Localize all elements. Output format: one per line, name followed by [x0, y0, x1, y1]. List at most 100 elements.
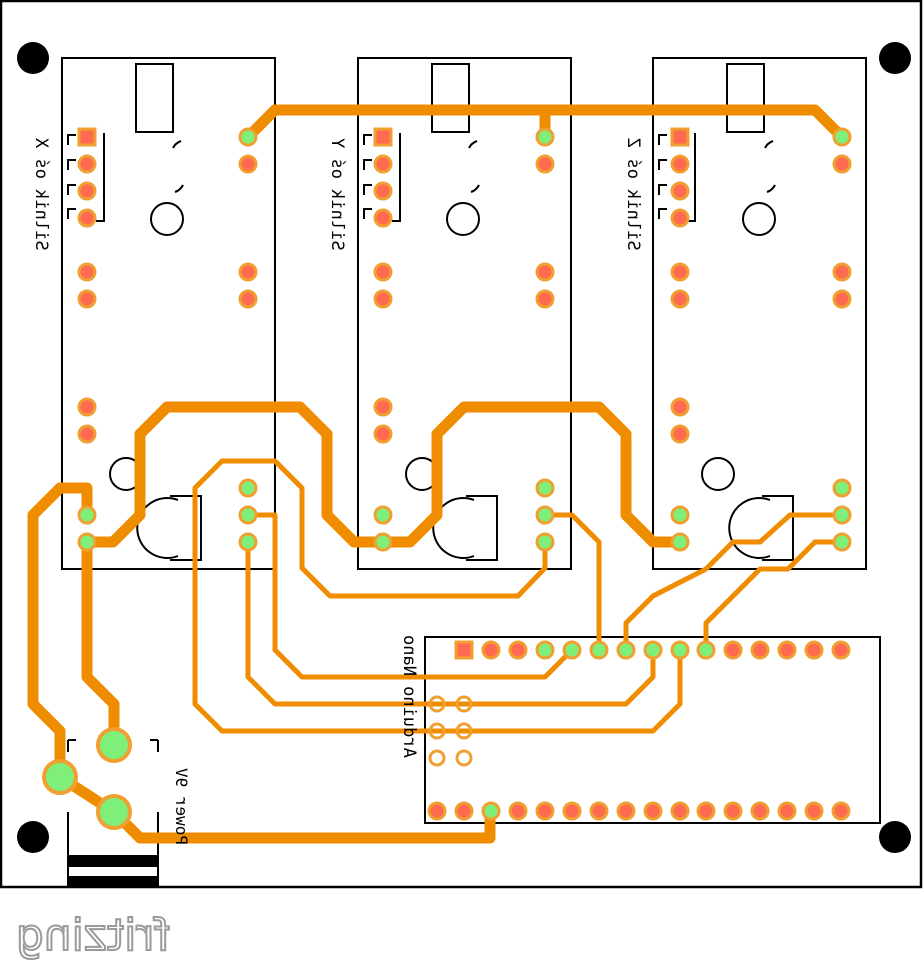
pad-square [77, 127, 97, 147]
pad [535, 262, 555, 282]
pad [832, 289, 852, 309]
pad [373, 208, 393, 228]
pad [750, 801, 770, 821]
pad [804, 640, 824, 660]
pad-square [670, 127, 690, 147]
trace-z-dir [703, 539, 845, 653]
mounting-holes [17, 42, 911, 853]
signal-traces [192, 458, 845, 734]
driver-x-pads [77, 127, 258, 552]
pad-connected [670, 505, 690, 525]
pad [373, 289, 393, 309]
pad-connected [535, 505, 555, 525]
pad-ring [428, 695, 446, 713]
pad-ring [428, 722, 446, 740]
pad-ring [455, 749, 473, 767]
pad-connected [535, 640, 555, 660]
pad [670, 154, 690, 174]
trace-x-dir [245, 539, 656, 707]
pad-connected [562, 640, 582, 660]
pad [670, 208, 690, 228]
pad [535, 154, 555, 174]
pad [373, 154, 393, 174]
pad [508, 640, 528, 660]
pad [670, 801, 690, 821]
pad-connected [670, 640, 690, 660]
pad-connected [481, 801, 501, 821]
power-pad-sleeve [42, 759, 78, 795]
pad [804, 801, 824, 821]
pad-connected [238, 505, 258, 525]
pad [696, 801, 716, 821]
driver-y-pads [373, 127, 555, 552]
power-label: Power 9V [172, 768, 191, 845]
driver-x-label: Silnik oś X [31, 137, 51, 250]
pad-connected [77, 505, 97, 525]
pad [77, 181, 97, 201]
pad [238, 262, 258, 282]
pad [373, 262, 393, 282]
power-pad-center [96, 727, 132, 763]
pad [238, 289, 258, 309]
pad [77, 262, 97, 282]
mounting-hole-top-right [879, 42, 911, 74]
pad [77, 154, 97, 174]
power-pads [42, 727, 132, 830]
driver-y-label: Silnik oś Y [327, 138, 347, 251]
pad [670, 181, 690, 201]
mounting-hole-bottom-right [879, 821, 911, 853]
trace-left-power [27, 482, 93, 783]
pad [238, 154, 258, 174]
mounting-hole-bottom-left [17, 821, 49, 853]
pad-connected [616, 640, 636, 660]
pad-connected [696, 640, 716, 660]
driver-x-outline [61, 57, 276, 570]
pad-ring [455, 722, 473, 740]
driver-z-outline [652, 57, 867, 570]
pad-connected [535, 532, 555, 552]
pad [670, 424, 690, 444]
pad-connected [373, 532, 393, 552]
pad [589, 801, 609, 821]
trace-x-step [245, 512, 575, 680]
pad [373, 181, 393, 201]
driver-y-outline [357, 57, 572, 570]
pad-connected [589, 640, 609, 660]
pad [723, 801, 743, 821]
pad-connected [238, 478, 258, 498]
pad [454, 801, 474, 821]
pad-connected [535, 127, 555, 147]
trace-left-vin [81, 536, 120, 751]
pad [750, 640, 770, 660]
trace-y-step-to-d [192, 458, 683, 734]
pad-connected [832, 478, 852, 498]
pad [777, 801, 797, 821]
pad-connected [832, 127, 852, 147]
pad [832, 154, 852, 174]
pad [723, 640, 743, 660]
pad [832, 262, 852, 282]
pad-connected [535, 478, 555, 498]
pad [373, 424, 393, 444]
mounting-hole-top-left [17, 42, 49, 74]
pad [508, 801, 528, 821]
pad [373, 397, 393, 417]
pad [77, 397, 97, 417]
pad [670, 397, 690, 417]
pad [77, 424, 97, 444]
arduino-pads [427, 640, 851, 821]
pad [427, 801, 447, 821]
pad [535, 801, 555, 821]
pad-connected [670, 532, 690, 552]
pad-connected [373, 505, 393, 525]
pad [777, 640, 797, 660]
pad [643, 801, 663, 821]
pad [831, 801, 851, 821]
driver-z-pads [670, 127, 852, 552]
arduino-label: Arduino Nano [399, 635, 419, 758]
trace-y-dir [542, 512, 602, 653]
pad-connected [832, 532, 852, 552]
pad-ring [428, 749, 446, 767]
pad-square [373, 127, 393, 147]
